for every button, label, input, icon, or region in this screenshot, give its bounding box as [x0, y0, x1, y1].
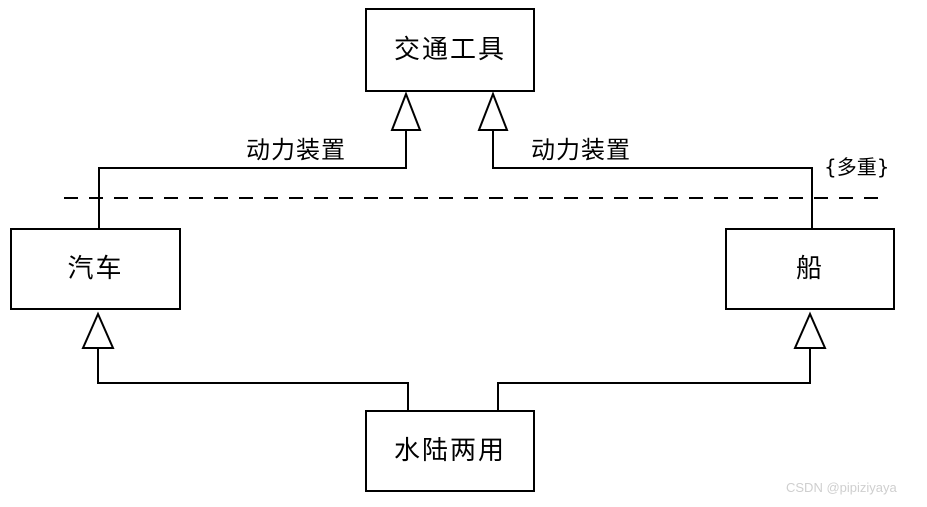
class-name-car: 汽车: [67, 254, 124, 284]
class-box-vehicle[interactable]: 交通工具: [365, 8, 535, 92]
edge-amphibious-to-car: [97, 348, 409, 410]
class-name-vehicle: 交通工具: [393, 35, 506, 65]
class-box-amphibious[interactable]: 水陆两用: [365, 410, 535, 492]
edge-label-power-device-left: 动力装置: [246, 136, 346, 164]
class-box-car[interactable]: 汽车: [10, 228, 181, 310]
class-box-ship[interactable]: 船: [725, 228, 895, 310]
class-name-ship: 船: [795, 254, 824, 284]
generalization-arrow-ship-to-vehicle: [477, 91, 509, 131]
watermark-text: CSDN @pipiziyaya: [786, 480, 897, 495]
generalization-arrow-car-to-vehicle: [390, 91, 422, 131]
generalization-arrow-amphibious-to-car: [81, 311, 115, 349]
edge-label-power-device-right: 动力装置: [531, 136, 631, 164]
edge-amphibious-to-ship: [497, 348, 811, 410]
class-name-amphibious: 水陆两用: [393, 436, 506, 466]
generalization-arrow-amphibious-to-ship: [793, 311, 827, 349]
constraint-multiplicity: {多重}: [824, 155, 890, 179]
